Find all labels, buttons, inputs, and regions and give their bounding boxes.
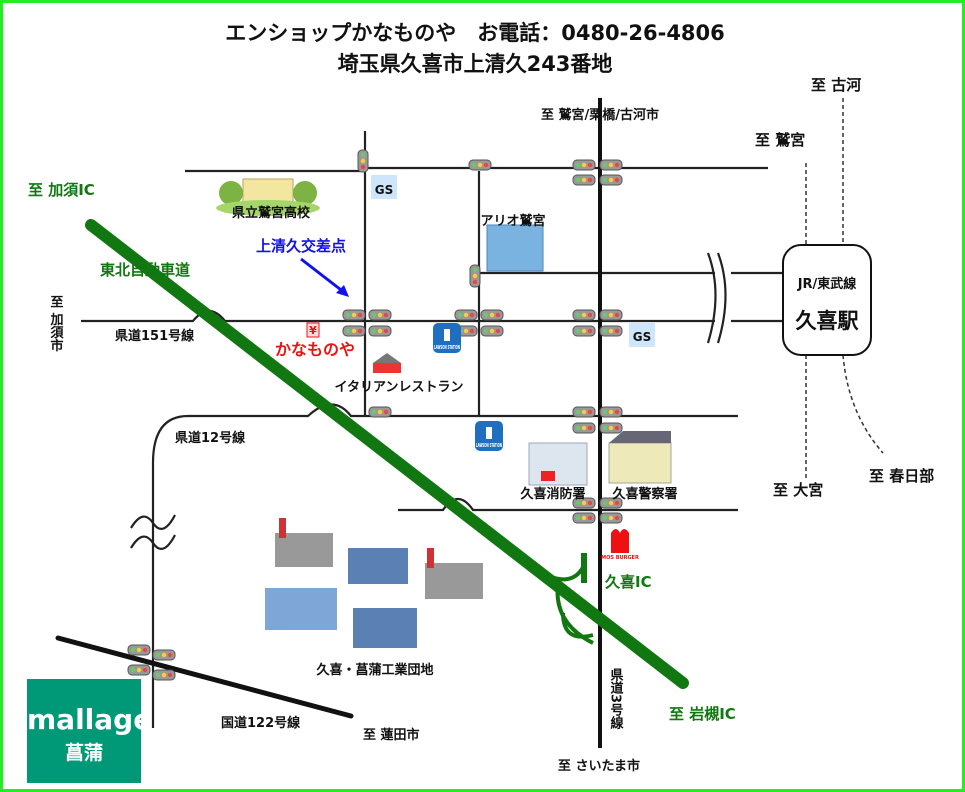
kuki-ic-label: 久喜IC (605, 573, 652, 591)
header-shop-phone: エンショップかなものや お電話：0480-26-4806 (225, 21, 725, 45)
dir-saitama: 至 さいたま市 (558, 758, 640, 774)
dir-north-main: 至 鷲宮/栗橋/古河市 (541, 107, 659, 123)
map-canvas: エンショップかなものや お電話：0480-26-4806 埼玉県久喜市上清久24… (28, 21, 934, 774)
road-151 (81, 309, 785, 323)
roads (55, 98, 785, 748)
road-break-mark (706, 252, 727, 344)
dir-kazo-city: 至 加須市 (48, 295, 65, 353)
industrial-park-label: 久喜・菖蒲工業団地 (316, 662, 433, 678)
traffic-light-icon (599, 309, 623, 321)
restaurant-icon (373, 353, 401, 373)
route122-label: 国道122号線 (221, 715, 301, 731)
traffic-light-icon (599, 512, 623, 524)
station-name: 久喜駅 (796, 309, 860, 333)
expressway-label: 東北自動車道 (100, 261, 190, 279)
dir-koga: 至 古河 (811, 76, 861, 94)
road-south (398, 497, 738, 512)
fire-station-label: 久喜消防署 (520, 486, 585, 502)
shop-mark: ¥ (309, 324, 317, 337)
fire-station-icon (528, 442, 588, 486)
road-12-break-mark (130, 514, 176, 550)
station-line: JR/東武線 (797, 276, 858, 292)
traffic-light-icon (599, 497, 623, 509)
lawson-label-2: LAWSON STATION (476, 443, 502, 449)
traffic-light-icon (572, 406, 596, 418)
route12-label: 県道12号線 (175, 430, 246, 446)
logo-brand: mallage (27, 703, 153, 736)
traffic-light-icon (572, 497, 596, 509)
crossing-label: 上清久交差点 (256, 237, 346, 255)
route-122-line (55, 635, 354, 719)
traffic-light-icon (480, 325, 504, 337)
lawson-icon (475, 421, 503, 451)
traffic-light-icon (357, 149, 369, 173)
dir-omiya: 至 大宮 (773, 481, 823, 499)
traffic-light-icon (368, 406, 392, 418)
road-12 (151, 403, 738, 728)
traffic-light-icon (127, 664, 151, 676)
gas-station-icon (629, 323, 655, 347)
traffic-light-icon (152, 649, 176, 661)
dir-kasukabe: 至 春日部 (869, 467, 934, 485)
dir-iwatsuki-ic: 至 岩槻IC (669, 705, 736, 723)
lawson-label-1: LAWSON STATION (434, 345, 460, 351)
traffic-light-icon (368, 309, 392, 321)
traffic-light-icon (599, 406, 623, 418)
traffic-light-icon (469, 264, 481, 288)
mallage-shobu-logo: mallage 菖蒲 (27, 679, 153, 783)
traffic-light-icon (572, 159, 596, 171)
police-label: 久喜警察署 (612, 486, 677, 502)
dir-hasuda: 至 蓮田市 (363, 727, 420, 743)
road-north (185, 166, 768, 173)
ario-building-icon (486, 224, 544, 272)
traffic-light-icon (599, 325, 623, 337)
traffic-light-icon (342, 325, 366, 337)
header-address: 埼玉県久喜市上清久243番地 (338, 52, 613, 76)
traffic-light-icon (342, 309, 366, 321)
traffic-light-icon (572, 309, 596, 321)
route151-label: 県道151号線 (115, 328, 195, 344)
traffic-light-icon (152, 669, 176, 681)
crossing-arrow-icon (300, 257, 346, 295)
route3-label: 県道3号線 (608, 668, 624, 730)
school-icon (216, 178, 320, 216)
traffic-light-icon (127, 644, 151, 656)
factory-icons (265, 518, 483, 648)
dir-kazo-ic: 至 加須IC (28, 181, 95, 199)
gas-station-icon (371, 175, 397, 199)
kuki-ic-marker (581, 553, 587, 583)
traffic-light-icon (572, 422, 596, 434)
traffic-light-icon (480, 309, 504, 321)
traffic-light-icon (599, 159, 623, 171)
railway-tobu (842, 98, 884, 454)
ario-label: アリオ鷲宮 (480, 213, 545, 229)
traffic-light-icon (572, 512, 596, 524)
restaurant-label: イタリアンレストラン (335, 380, 464, 395)
mos-label: MOS BURGER (601, 555, 639, 561)
tohoku-expressway-line (85, 219, 689, 689)
yen-mark-icon (306, 322, 320, 338)
gs-label-2: GS (633, 330, 652, 344)
traffic-light-icon (468, 159, 492, 171)
mos-burger-icon (611, 529, 629, 553)
traffic-light-icon (599, 422, 623, 434)
traffic-light-icon (599, 174, 623, 186)
traffic-light-icon (572, 174, 596, 186)
dir-washimiya: 至 鷲宮 (755, 131, 805, 149)
police-station-icon (608, 431, 672, 484)
kuki-station-box (782, 244, 872, 356)
logo-city: 菖蒲 (64, 742, 103, 764)
traffic-light-icon (454, 309, 478, 321)
school-label: 県立鷲宮高校 (232, 205, 311, 221)
traffic-lights (127, 149, 623, 681)
arrow-head-icon (336, 285, 349, 297)
shop-label[interactable]: かなものや (275, 340, 355, 359)
lawson-icon (433, 323, 461, 353)
traffic-light-icon (572, 325, 596, 337)
traffic-light-icon (368, 325, 392, 337)
gs-label-1: GS (375, 183, 394, 197)
